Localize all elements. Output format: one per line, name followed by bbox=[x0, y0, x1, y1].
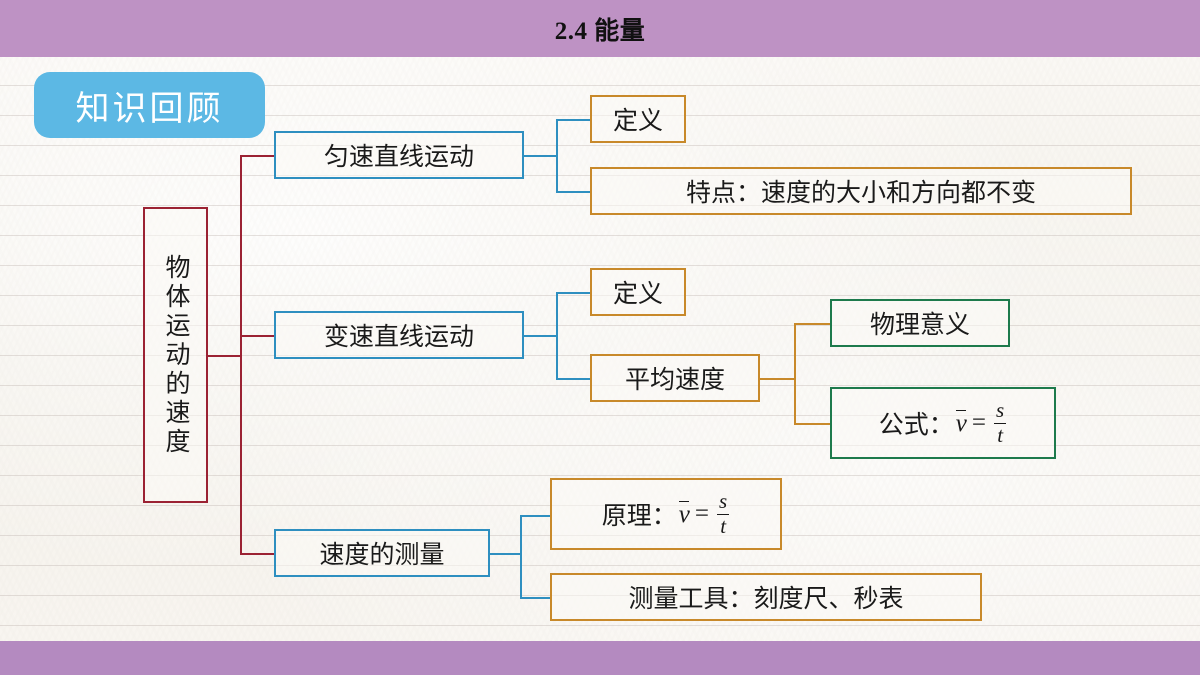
connector-branch2-spine bbox=[556, 292, 558, 378]
connector-branch2-stub bbox=[524, 335, 558, 337]
node-speed-measurement[interactable]: 速度的测量 bbox=[274, 529, 490, 577]
connector-avgspeed-child2 bbox=[794, 423, 830, 425]
formula-average-speed: 公式： v = s t bbox=[878, 397, 1007, 447]
node-average-speed-formula[interactable]: 公式： v = s t bbox=[830, 387, 1056, 459]
formula-operator: = bbox=[971, 409, 987, 436]
connector-root-to-branch1 bbox=[240, 155, 274, 157]
node-uniform-linear-motion[interactable]: 匀速直线运动 bbox=[274, 131, 524, 179]
connector-branch1-stub bbox=[524, 155, 558, 157]
node-root-object-motion-speed[interactable]: 物体运动的速度 bbox=[143, 207, 208, 503]
footer-band bbox=[0, 641, 1200, 675]
node-average-speed[interactable]: 平均速度 bbox=[590, 354, 760, 402]
node-variable-linear-motion[interactable]: 变速直线运动 bbox=[274, 311, 524, 359]
knowledge-review-badge-label: 知识回顾 bbox=[75, 89, 224, 128]
knowledge-review-badge: 知识回顾 bbox=[34, 72, 265, 138]
header-band bbox=[0, 0, 1200, 57]
principle-denominator: t bbox=[717, 513, 730, 538]
connector-branch1-child2 bbox=[556, 191, 590, 193]
node-uniform-characteristics[interactable]: 特点：速度的大小和方向都不变 bbox=[590, 167, 1132, 215]
connector-branch3-child2 bbox=[520, 597, 550, 599]
connector-avgspeed-stub bbox=[760, 378, 796, 380]
principle-variable-v: v bbox=[678, 500, 690, 528]
formula-fraction: s t bbox=[993, 397, 1007, 447]
connector-branch3-child1 bbox=[520, 515, 550, 517]
formula-variable-v: v bbox=[955, 409, 967, 437]
formula-denominator: t bbox=[994, 422, 1007, 447]
connector-branch1-spine bbox=[556, 119, 558, 191]
connector-avgspeed-child1 bbox=[794, 323, 830, 325]
node-uniform-definition[interactable]: 定义 bbox=[590, 95, 686, 143]
page-title: 2.4 能量 bbox=[554, 17, 646, 45]
formula-label-prefix: 公式： bbox=[878, 412, 954, 439]
node-measurement-tools[interactable]: 测量工具：刻度尺、秒表 bbox=[550, 573, 982, 621]
connector-root-to-branch3 bbox=[240, 553, 274, 555]
node-variable-definition[interactable]: 定义 bbox=[590, 268, 686, 316]
principle-numerator: s bbox=[719, 488, 728, 513]
principle-label-prefix: 原理： bbox=[601, 503, 677, 530]
connector-branch1-child1 bbox=[556, 119, 590, 121]
node-physical-meaning[interactable]: 物理意义 bbox=[830, 299, 1010, 347]
connector-branch3-spine bbox=[520, 515, 522, 597]
connector-root-to-branch2 bbox=[240, 335, 274, 337]
principle-operator: = bbox=[694, 500, 710, 527]
formula-measurement-principle: 原理： v = s t bbox=[601, 488, 730, 538]
connector-branch2-child2 bbox=[556, 378, 590, 380]
node-measurement-principle[interactable]: 原理： v = s t bbox=[550, 478, 782, 550]
connector-root-stub bbox=[208, 355, 242, 357]
connector-branch3-stub bbox=[490, 553, 522, 555]
connector-root-trunk bbox=[240, 155, 242, 555]
principle-fraction: s t bbox=[716, 488, 730, 538]
connector-branch2-child1 bbox=[556, 292, 590, 294]
formula-numerator: s bbox=[996, 397, 1005, 422]
connector-avgspeed-spine bbox=[794, 323, 796, 423]
